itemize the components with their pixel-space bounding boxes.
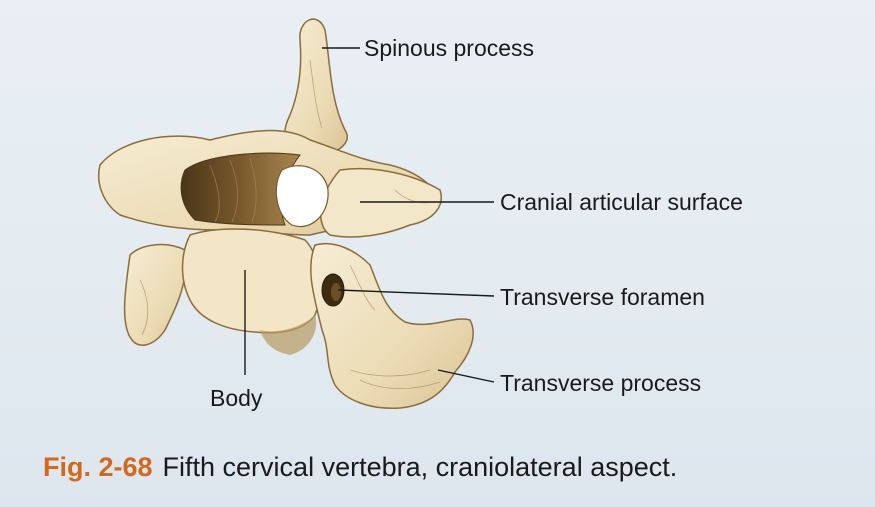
body-shadow-shape bbox=[260, 315, 317, 355]
vertebral-canal-shape bbox=[180, 152, 301, 226]
label-body: Body bbox=[210, 385, 263, 411]
label-transverse-process: Transverse process bbox=[500, 370, 702, 396]
label-transverse-foramen: Transverse foramen bbox=[500, 284, 705, 310]
leader-foramen bbox=[337, 289, 495, 297]
canal-opening-shape bbox=[275, 165, 329, 228]
bone-texture bbox=[139, 59, 441, 389]
articular-process-shape bbox=[319, 167, 442, 238]
right-transverse-process-shape bbox=[310, 243, 474, 409]
label-spinous-process: Spinous process bbox=[364, 35, 535, 61]
caption-text: Fifth cervical vertebra, craniolateral a… bbox=[162, 452, 678, 482]
leader-transverse bbox=[437, 369, 495, 383]
spinous-process-shape bbox=[284, 18, 348, 157]
figure-caption: Fig. 2-68 Fifth cervical vertebra, cranio… bbox=[43, 452, 677, 483]
leader-lines bbox=[244, 47, 495, 383]
figure-number: Fig. 2-68 bbox=[43, 452, 153, 482]
transverse-foramen-highlight bbox=[331, 283, 341, 301]
label-cranial-articular-surface: Cranial articular surface bbox=[500, 189, 743, 215]
vertebral-body-shape bbox=[181, 228, 321, 334]
left-transverse-process-shape bbox=[123, 243, 187, 346]
